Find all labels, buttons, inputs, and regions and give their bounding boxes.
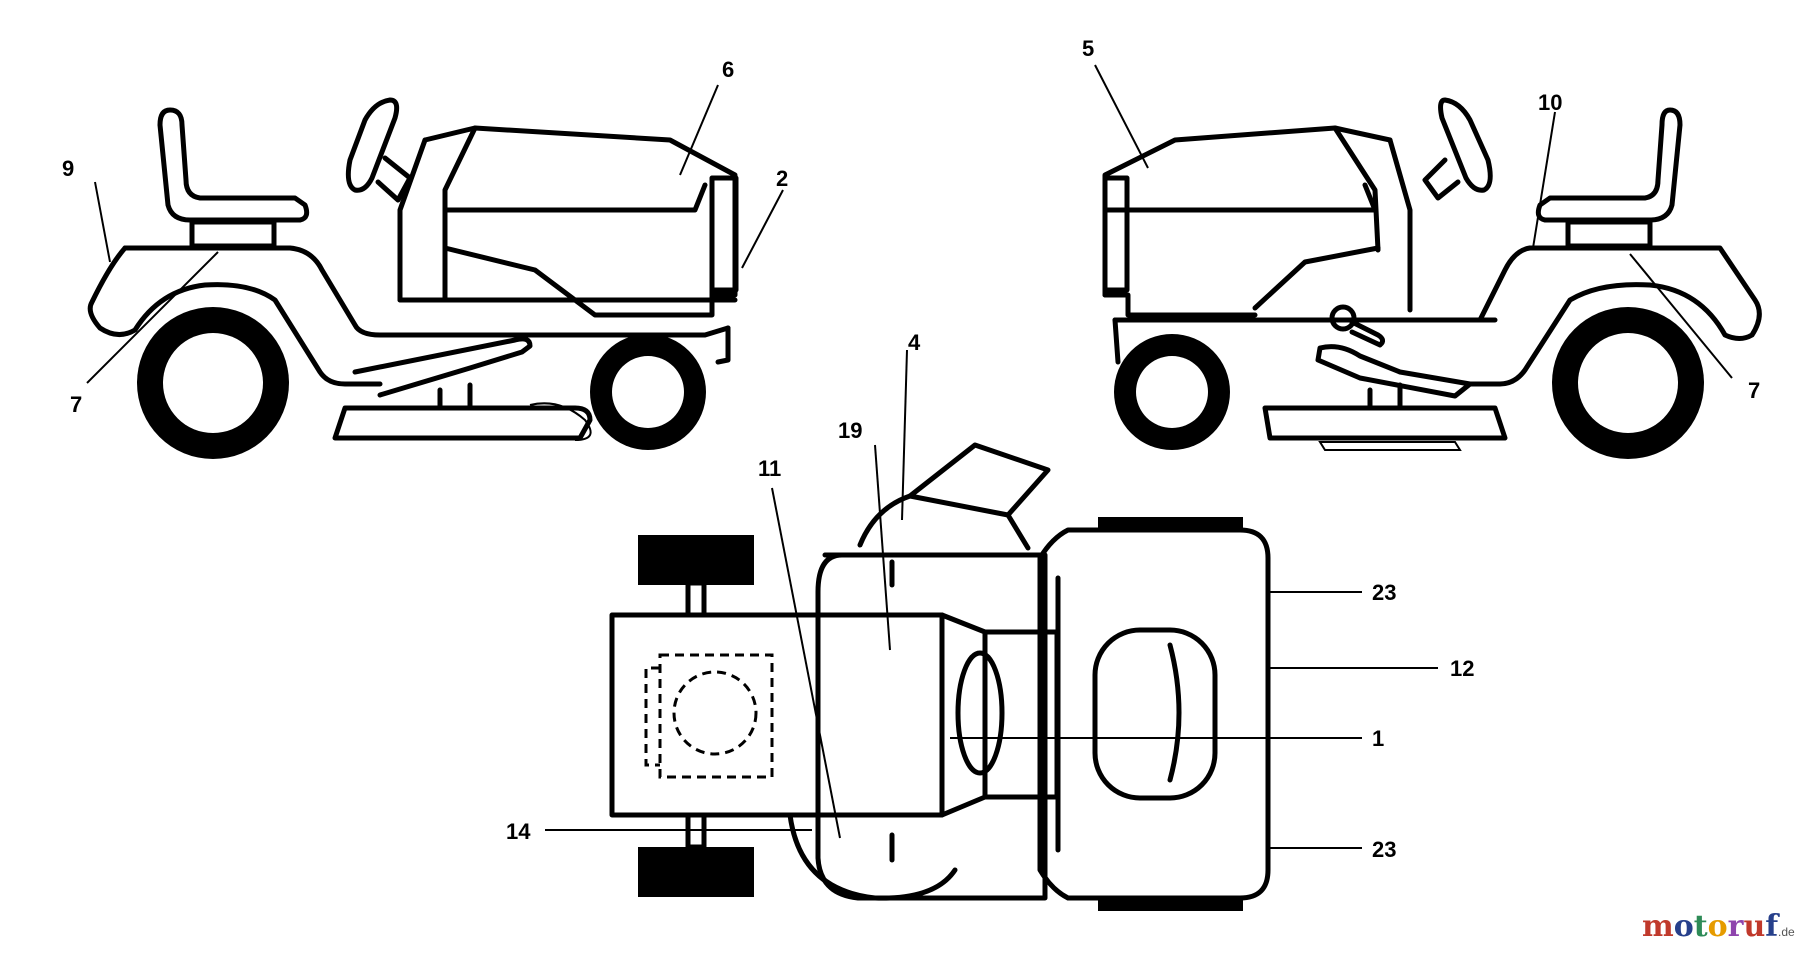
callout-7-right: 7	[1748, 378, 1760, 403]
callout-23-bottom: 23	[1372, 837, 1396, 862]
callout-6: 6	[722, 57, 734, 82]
callout-14: 14	[506, 819, 531, 844]
watermark-suffix: .de	[1778, 925, 1795, 939]
tractor-top-view: 4 19 11 23 12 1 23 14	[506, 330, 1474, 911]
rear-wheel-top-lower	[1098, 897, 1243, 911]
callout-10: 10	[1538, 90, 1562, 115]
watermark-letter: t	[1694, 909, 1708, 944]
watermark-logo: motoruf .de	[1642, 909, 1795, 944]
callout-12: 12	[1450, 656, 1474, 681]
front-wheel-top-upper	[638, 535, 754, 585]
front-wheel-top-lower	[638, 847, 754, 897]
watermark-letter: o	[1708, 909, 1728, 944]
callout-19: 19	[838, 418, 862, 443]
decal-2-panel	[709, 175, 739, 293]
callout-7-left: 7	[70, 392, 82, 417]
callout-23-top: 23	[1372, 580, 1396, 605]
callout-11: 11	[758, 456, 781, 481]
rear-wheel-top-upper	[1098, 517, 1243, 531]
watermark-letter: o	[1674, 909, 1694, 944]
watermark-letter: r	[1728, 909, 1745, 944]
watermark-letter: f	[1765, 909, 1780, 944]
top-view-hood	[609, 612, 945, 818]
watermark-text: motoruf	[1642, 909, 1780, 944]
tractor-left-side-view: 9 7 6 2	[62, 57, 788, 459]
callout-2: 2	[776, 166, 788, 191]
top-view-seat	[1092, 627, 1218, 801]
tractor-right-side-view: 5 10 7	[1082, 36, 1762, 459]
callout-5: 5	[1082, 36, 1094, 61]
decal-5-panel	[1102, 175, 1130, 293]
watermark-letter: u	[1743, 909, 1765, 944]
callout-1: 1	[1372, 726, 1384, 751]
callout-4: 4	[908, 330, 921, 355]
watermark-letter: m	[1642, 909, 1674, 944]
callout-9: 9	[62, 156, 74, 181]
